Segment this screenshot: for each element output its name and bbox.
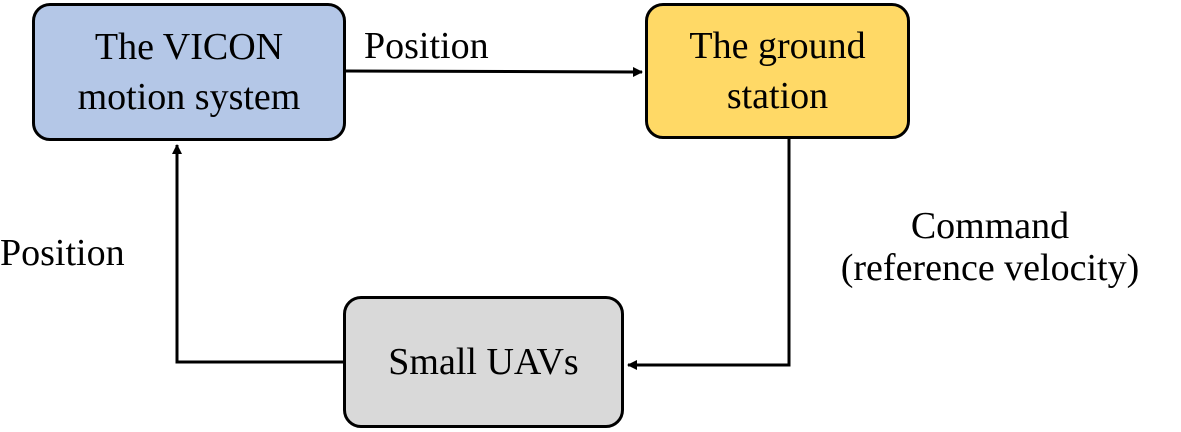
uav-box-label: Small UAVs	[388, 341, 579, 383]
arrow-vicon-to-ground	[345, 66, 643, 77]
vicon-box-label-line2: motion system	[77, 76, 301, 118]
edge-label-position-left: Position	[0, 232, 125, 274]
edge-label-command: Command (reference velocity)	[800, 205, 1180, 289]
edge-label-command-line2: (reference velocity)	[840, 247, 1140, 289]
ground-box-label-line2: station	[726, 75, 829, 117]
edge-label-command-line1: Command	[910, 205, 1070, 247]
vicon-box-label-line1: The VICON	[94, 26, 284, 68]
arrow-ground-to-uav	[627, 139, 791, 370]
arrow-uav-to-vicon	[172, 144, 343, 364]
ground-station-box: The ground station	[645, 3, 910, 139]
edge-label-position-top: Position	[364, 25, 489, 67]
vicon-motion-system-box: The VICON motion system	[32, 3, 346, 141]
small-uavs-box: Small UAVs	[343, 296, 624, 428]
ground-box-label-line1: The ground	[689, 25, 866, 67]
